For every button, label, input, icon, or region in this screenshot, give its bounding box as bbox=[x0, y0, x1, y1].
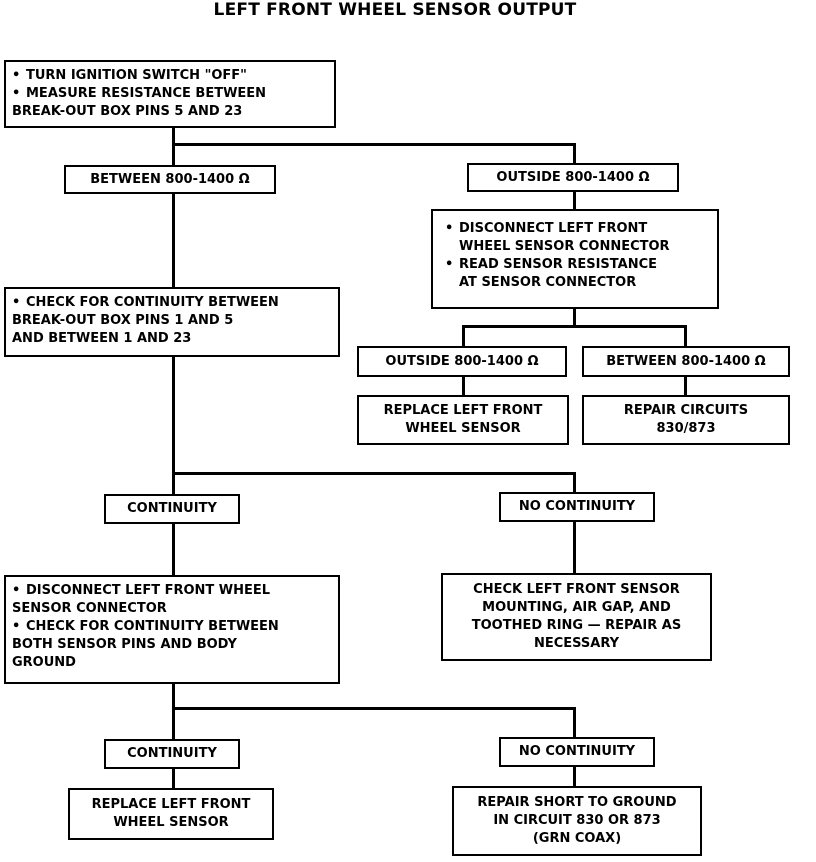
step-right-bullet: DISCONNECT LEFT FRONT WHEEL SENSOR CONNE… bbox=[445, 220, 711, 256]
repair-circuits-box: REPAIR CIRCUITS 830/873 bbox=[582, 395, 790, 445]
connector bbox=[172, 682, 175, 740]
text-line: TOOTHED RING — REPAIR AS bbox=[471, 618, 682, 633]
text-line: REPAIR CIRCUITS bbox=[623, 403, 749, 418]
connector bbox=[573, 520, 576, 574]
label-text: CONTINUITY bbox=[127, 746, 217, 761]
branch-right-left-label: OUTSIDE 800-1400 Ω bbox=[357, 346, 567, 377]
step3-bullet: CHECK FOR CONTINUITY BETWEEN BOTH SENSOR… bbox=[12, 618, 332, 672]
branch1-right-label: OUTSIDE 800-1400 Ω bbox=[467, 163, 679, 192]
text-line: WHEEL SENSOR CONNECTOR bbox=[459, 239, 670, 254]
branch2-left-label: CONTINUITY bbox=[104, 494, 240, 524]
text-line: BOTH SENSOR PINS AND BODY bbox=[12, 637, 237, 652]
text-line: BREAK-OUT BOX PINS 5 AND 23 bbox=[12, 104, 243, 119]
connector bbox=[573, 307, 576, 327]
repair-short-box: REPAIR SHORT TO GROUND IN CIRCUIT 830 OR… bbox=[452, 786, 702, 856]
text-line: TURN IGNITION SWITCH "OFF" bbox=[26, 68, 247, 83]
step3-box: DISCONNECT LEFT FRONT WHEEL SENSOR CONNE… bbox=[4, 575, 340, 684]
step3-bullet: DISCONNECT LEFT FRONT WHEEL SENSOR CONNE… bbox=[12, 582, 332, 618]
connector bbox=[684, 325, 687, 347]
step1-box: TURN IGNITION SWITCH "OFF" MEASURE RESIS… bbox=[4, 60, 336, 128]
text-line: NECESSARY bbox=[533, 636, 620, 651]
connector bbox=[573, 143, 576, 165]
label-text: NO CONTINUITY bbox=[518, 499, 636, 514]
text-line: CHECK LEFT FRONT SENSOR bbox=[473, 582, 680, 597]
branch-right-right-label: BETWEEN 800-1400 Ω bbox=[582, 346, 790, 377]
text-line: AND BETWEEN 1 AND 23 bbox=[12, 331, 192, 346]
text-line: WHEEL SENSOR bbox=[405, 421, 521, 436]
connector bbox=[573, 472, 576, 494]
label-text: OUTSIDE 800-1400 Ω bbox=[496, 169, 650, 185]
text-line: (GRN COAX) bbox=[532, 831, 622, 846]
connector bbox=[172, 143, 576, 146]
text-line: WHEEL SENSOR bbox=[113, 815, 229, 830]
replace-sensor-final-box: REPLACE LEFT FRONT WHEEL SENSOR bbox=[68, 788, 274, 840]
connector bbox=[462, 325, 465, 347]
connector bbox=[172, 472, 576, 475]
text-line: SENSOR CONNECTOR bbox=[12, 601, 167, 616]
replace-sensor-box: REPLACE LEFT FRONT WHEEL SENSOR bbox=[357, 395, 569, 445]
label-text: BETWEEN 800-1400 Ω bbox=[606, 353, 766, 369]
step1-bullet: MEASURE RESISTANCE BETWEEN BREAK-OUT BOX… bbox=[12, 85, 328, 121]
branch2-right-label: NO CONTINUITY bbox=[499, 492, 655, 522]
label-text: OUTSIDE 800-1400 Ω bbox=[385, 353, 539, 369]
step2-box: CHECK FOR CONTINUITY BETWEEN BREAK-OUT B… bbox=[4, 287, 340, 357]
connector bbox=[573, 190, 576, 210]
step2-bullet: CHECK FOR CONTINUITY BETWEEN BREAK-OUT B… bbox=[12, 294, 332, 348]
text-line: GROUND bbox=[12, 655, 76, 670]
connector bbox=[172, 356, 175, 494]
connector bbox=[573, 707, 576, 740]
text-line: IN CIRCUIT 830 OR 873 bbox=[493, 813, 661, 828]
connector bbox=[172, 766, 175, 790]
text-line: MEASURE RESISTANCE BETWEEN bbox=[26, 86, 267, 101]
connector bbox=[462, 376, 465, 396]
text-line: BREAK-OUT BOX PINS 1 AND 5 bbox=[12, 313, 234, 328]
text-line: MOUNTING, AIR GAP, AND bbox=[482, 600, 671, 615]
text-line: DISCONNECT LEFT FRONT bbox=[459, 221, 648, 236]
text-line: DISCONNECT LEFT FRONT WHEEL bbox=[26, 583, 271, 598]
label-text: NO CONTINUITY bbox=[518, 744, 636, 759]
check-mounting-box: CHECK LEFT FRONT SENSOR MOUNTING, AIR GA… bbox=[441, 573, 712, 661]
chart-title: LEFT FRONT WHEEL SENSOR OUTPUT bbox=[213, 0, 577, 20]
text-line: CHECK FOR CONTINUITY BETWEEN bbox=[26, 295, 279, 310]
label-text: CONTINUITY bbox=[127, 501, 217, 516]
branch3-right-label: NO CONTINUITY bbox=[499, 737, 655, 767]
connector bbox=[684, 376, 687, 396]
connector bbox=[172, 192, 175, 290]
text-line: REPLACE LEFT FRONT bbox=[91, 797, 251, 812]
text-line: REPAIR SHORT TO GROUND bbox=[477, 795, 677, 810]
connector bbox=[172, 127, 175, 165]
step1-bullet: TURN IGNITION SWITCH "OFF" bbox=[12, 67, 328, 85]
text-line: 830/873 bbox=[656, 421, 716, 436]
step-right-bullet: READ SENSOR RESISTANCE AT SENSOR CONNECT… bbox=[445, 256, 711, 292]
label-text: BETWEEN 800-1400 Ω bbox=[90, 171, 250, 187]
connector bbox=[172, 522, 175, 576]
text-line: REPLACE LEFT FRONT bbox=[383, 403, 543, 418]
step-right-box: DISCONNECT LEFT FRONT WHEEL SENSOR CONNE… bbox=[431, 209, 719, 309]
branch3-left-label: CONTINUITY bbox=[104, 739, 240, 769]
text-line: AT SENSOR CONNECTOR bbox=[459, 275, 637, 290]
connector bbox=[573, 766, 576, 788]
text-line: READ SENSOR RESISTANCE bbox=[459, 257, 658, 272]
connector bbox=[172, 707, 576, 710]
text-line: CHECK FOR CONTINUITY BETWEEN bbox=[26, 619, 279, 634]
branch1-left-label: BETWEEN 800-1400 Ω bbox=[64, 165, 276, 194]
connector bbox=[462, 325, 687, 328]
